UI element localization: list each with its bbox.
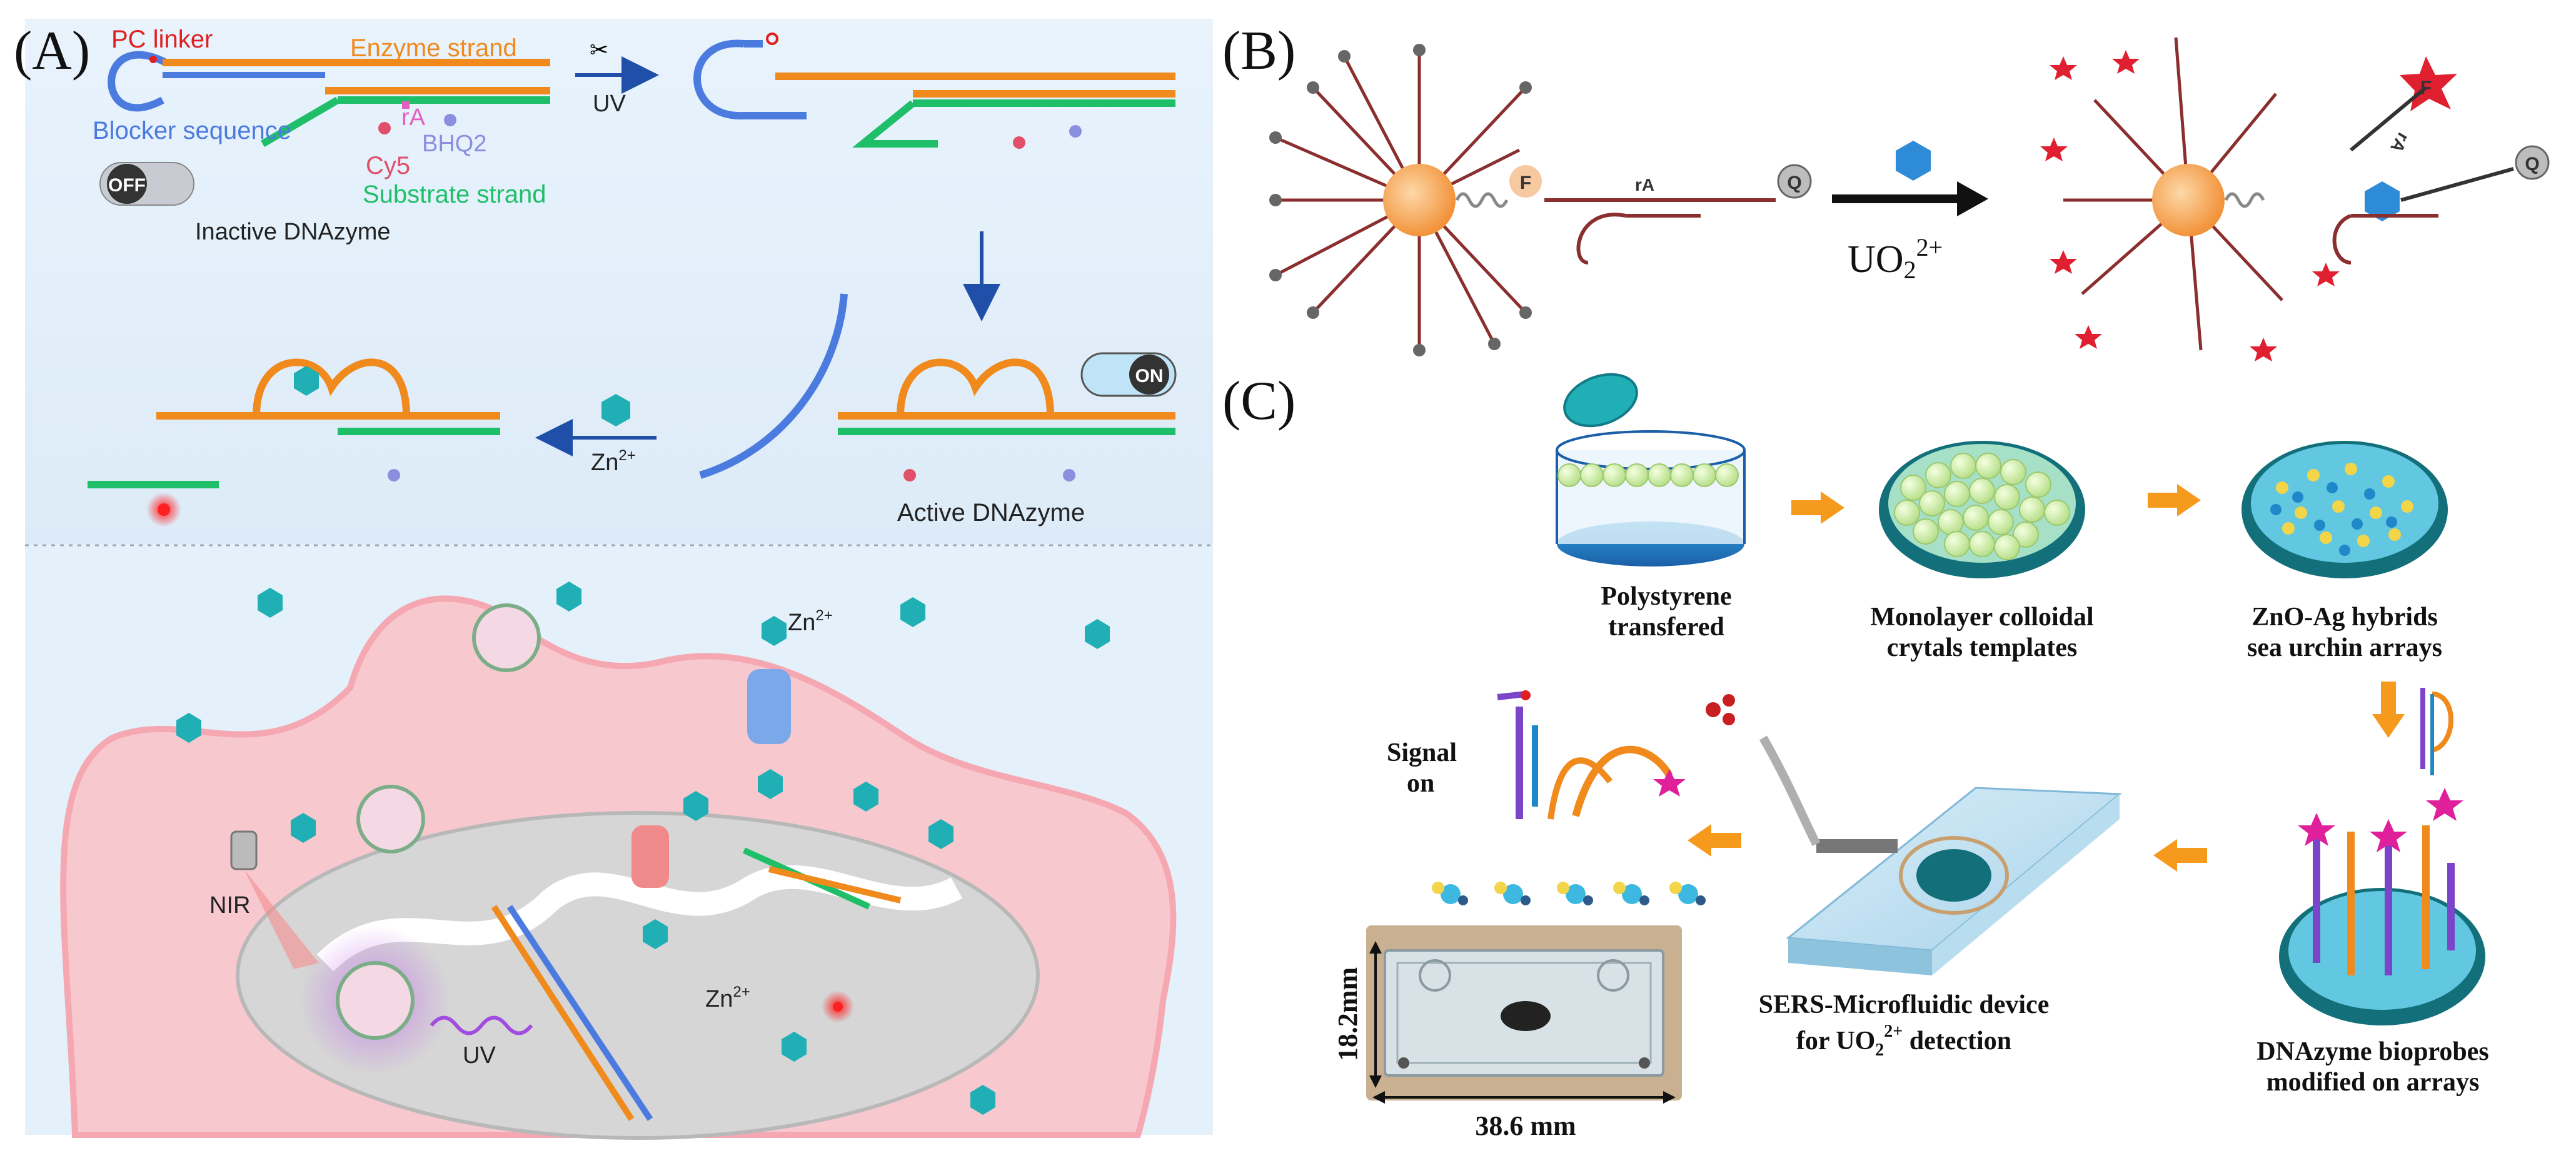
on-switch: ON <box>1080 352 1177 397</box>
panel-b-label: (B) <box>1222 21 1296 81</box>
step5-line2: for UO22+ detection <box>1796 1022 2011 1060</box>
signal-label-line1: Signal <box>1387 738 1457 767</box>
cy5-label: Cy5 <box>366 152 410 179</box>
uranyl-hexagon-icon <box>1896 141 1931 181</box>
zn-label-1: Zn2+ <box>591 447 636 476</box>
ra-label-b: rA <box>1635 175 1654 194</box>
ra-label: rA <box>401 104 426 131</box>
cleaved-dnazyme <box>693 33 1175 149</box>
panel-c: (C) Polystyrene transfered <box>1222 371 2489 1141</box>
inactive-dnazyme-diagram <box>108 51 550 148</box>
fluorophore-label-2: F <box>2420 78 2432 98</box>
ra-site <box>402 101 410 109</box>
off-switch: OFF <box>99 162 194 206</box>
sea-urchin-array <box>2241 441 2448 578</box>
cell-illustration <box>60 582 1177 1140</box>
device-height-label: 18.2mm <box>1332 967 1363 1061</box>
step3-line1: ZnO-Ag hybrids <box>2251 603 2438 632</box>
microfluidic-chip <box>1706 694 2122 975</box>
quencher-label-1: Q <box>1787 173 1801 193</box>
panel-a-label: (A) <box>14 21 90 81</box>
step4-line1: DNAzyme bioprobes <box>2257 1037 2488 1066</box>
zn-ion-icon <box>601 394 630 426</box>
bhq2-dot <box>444 114 456 126</box>
zn-label-3: Zn2+ <box>705 984 750 1012</box>
nanocarrier-1 <box>472 603 541 672</box>
uv-wave-icon <box>430 1015 533 1035</box>
dnazyme-bioprobe-array <box>2279 788 2485 1025</box>
signal-on-illustration <box>1432 690 1706 905</box>
panel-b: (B) <box>1222 21 2550 361</box>
zn-channel-2 <box>631 825 669 888</box>
substrate-strand-label: Substrate strand <box>363 181 546 208</box>
panel-a: (A) PC linker Enzyme strand Blocker sequ… <box>14 19 1213 1140</box>
blocker-sequence-label: Blocker sequence <box>93 117 291 144</box>
uranyl-label: UO22+ <box>1848 233 1943 284</box>
nanoparticle-probe-before <box>1269 44 1812 356</box>
bhq2-label: BHQ2 <box>422 131 486 157</box>
off-switch-text: OFF <box>108 175 146 196</box>
zn-channel-1 <box>747 669 791 744</box>
dnazyme-probe-icon <box>2420 688 2453 775</box>
on-switch-text: ON <box>1135 366 1164 386</box>
signal-label-line2: on <box>1407 769 1434 798</box>
step3-line2: sea urchin arrays <box>2247 633 2442 662</box>
zn-label-2: Zn2+ <box>788 607 833 636</box>
orange-arrow-2 <box>2148 484 2201 516</box>
quencher-label-2: Q <box>2525 154 2539 174</box>
nir-laser-icon <box>230 830 258 870</box>
step1-line1: Polystyrene <box>1601 582 1731 611</box>
monolayer-template <box>1879 441 2085 578</box>
cy5-dot <box>378 122 391 134</box>
orange-arrow-down <box>2372 682 2405 738</box>
scissors-icon: ✂ <box>590 37 608 63</box>
step2-line2: crytals templates <box>1887 633 2077 662</box>
device-photo <box>1366 925 1682 1104</box>
active-dnazyme-label: Active DNAzyme <box>897 499 1085 526</box>
fluorophore-label-1: F <box>1520 173 1531 193</box>
ra-label-b2: rA <box>2387 129 2413 156</box>
orange-arrow-1 <box>1791 491 1844 524</box>
pc-linker-label: PC linker <box>111 26 213 53</box>
step1-line2: transfered <box>1608 613 1724 642</box>
substrate-strand-tail <box>260 96 340 148</box>
uv-label-1: UV <box>593 91 626 117</box>
inactive-dnazyme-label: Inactive DNAzyme <box>195 219 391 245</box>
gold-nanoparticle-2 <box>2152 164 2225 236</box>
step5-line1: SERS-Microfluidic device <box>1759 990 2050 1019</box>
cleaved-product <box>88 358 500 527</box>
active-dnazyme-diagram <box>699 293 1175 481</box>
step2-line1: Monolayer colloidal <box>1870 603 2093 632</box>
nanoparticle-probe-after <box>2040 37 2550 361</box>
panel-c-label: (C) <box>1222 371 1296 431</box>
step4-line2: modified on arrays <box>2267 1068 2480 1097</box>
nanocarrier-2 <box>356 785 425 853</box>
gold-nanoparticle-1 <box>1383 164 1456 236</box>
uv-arrow-1: ✂ UV <box>575 37 659 117</box>
uv-label-2: UV <box>463 1042 496 1069</box>
polystyrene-dish <box>1556 373 1746 566</box>
blocker-hairpin <box>108 51 168 112</box>
orange-arrow-left-1 <box>2153 839 2207 872</box>
nir-label: NIR <box>209 892 250 919</box>
device-width-label: 38.6 mm <box>1475 1110 1576 1141</box>
pc-linker-dot <box>149 56 157 63</box>
enzyme-strand-label: Enzyme strand <box>350 34 517 62</box>
orange-arrow-left-2 <box>1688 824 1741 857</box>
released-blocker <box>693 39 807 120</box>
